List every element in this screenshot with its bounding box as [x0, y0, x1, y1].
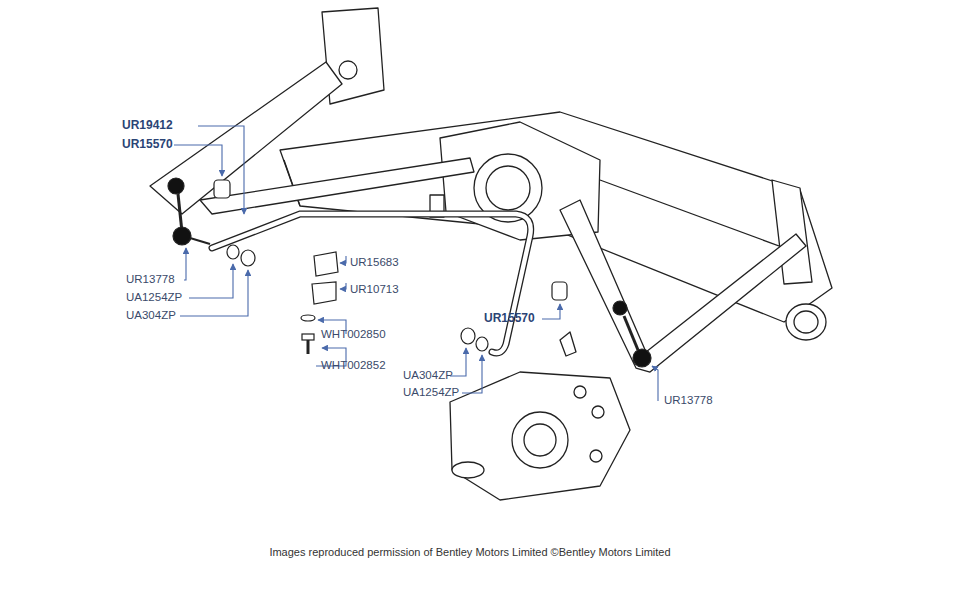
part-number: UA304ZP — [403, 369, 453, 382]
part-number: UA304ZP — [126, 309, 176, 322]
part-number: UA1254ZP — [126, 291, 182, 304]
part-number: WHT002852 — [321, 359, 386, 372]
part-number: UA1254ZP — [403, 386, 459, 399]
part-number: UR19412 — [122, 119, 173, 132]
part-number: UR15570 — [484, 312, 535, 325]
part-number: UR10713 — [350, 283, 399, 296]
part-number: UR15570 — [122, 138, 173, 151]
copyright-caption: Images reproduced permission of Bentley … — [269, 546, 670, 558]
part-number: UR13778 — [126, 273, 175, 286]
part-number: WHT002850 — [321, 328, 386, 341]
part-number: UR13778 — [664, 394, 713, 407]
part-number: UR15683 — [350, 256, 399, 269]
